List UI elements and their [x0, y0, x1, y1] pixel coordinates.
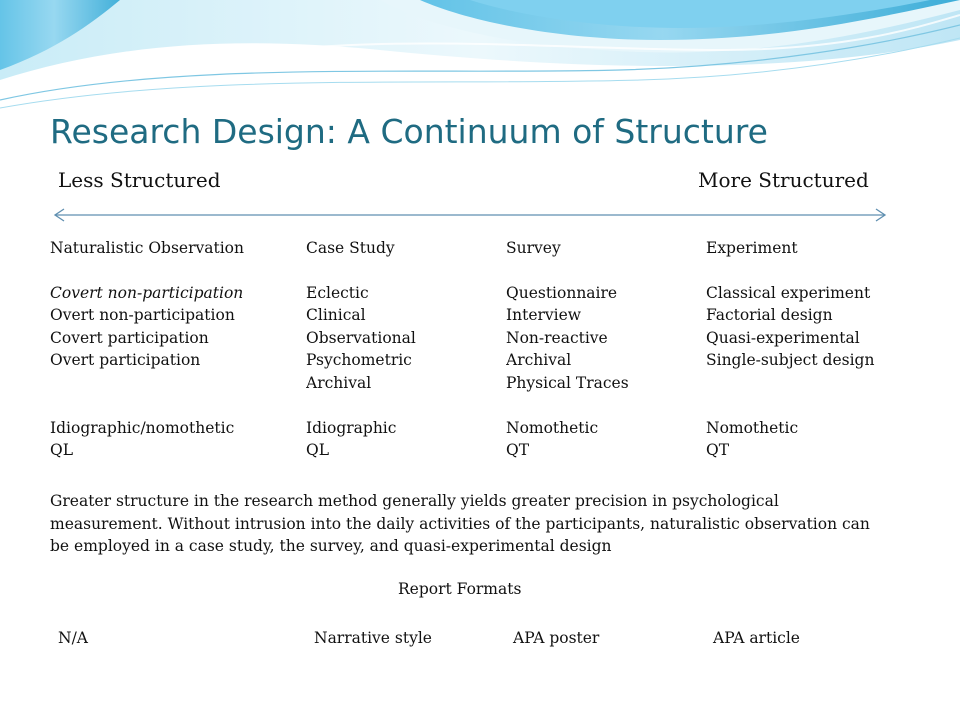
column-header-experiment: Experiment [706, 239, 798, 257]
list-item: Physical Traces [506, 373, 629, 392]
list-item: Clinical [306, 306, 366, 325]
list-item: Interview [506, 306, 582, 325]
report-format-apa-poster: APA poster [513, 629, 600, 647]
focus-label: Idiographic [306, 418, 397, 437]
focus-label: Nomothetic [706, 418, 799, 437]
slide-title: Research Design: A Continuum of Structur… [50, 112, 768, 151]
report-formats-heading: Report Formats [398, 580, 522, 598]
list-item: Psychometric [306, 351, 412, 370]
list-item: Single-subject design [706, 351, 875, 370]
list-item: Classical experiment [706, 283, 871, 302]
header-wave-decoration [0, 0, 960, 109]
list-item: Archival [306, 373, 372, 392]
continuum-arrow [53, 208, 887, 222]
data-type-label: QL [306, 441, 330, 460]
list-item: Covert non-participation [50, 283, 244, 302]
list-item: Factorial design [706, 306, 833, 325]
less-structured-label: Less Structured [58, 168, 221, 192]
data-type-label: QT [506, 441, 530, 460]
list-item: Non-reactive [506, 328, 608, 347]
design-continuum-table: Naturalistic Observation Case Study Surv… [50, 237, 910, 462]
report-format-apa-article: APA article [713, 629, 800, 647]
report-format-na: N/A [58, 629, 88, 647]
list-item: Questionnaire [506, 283, 618, 302]
focus-label: Idiographic/nomothetic [50, 418, 235, 437]
column-header-naturalistic-observation: Naturalistic Observation [50, 239, 244, 257]
list-item: Overt participation [50, 351, 201, 370]
data-type-label: QT [706, 441, 730, 460]
summary-paragraph: Greater structure in the research method… [50, 492, 870, 556]
column-header-survey: Survey [506, 239, 561, 257]
list-item: Overt non-participation [50, 306, 235, 325]
list-item: Covert participation [50, 328, 209, 347]
list-item: Eclectic [306, 283, 369, 302]
column-header-case-study: Case Study [306, 239, 395, 257]
list-item: Archival [506, 351, 572, 370]
list-item: Observational [306, 328, 416, 347]
data-type-label: QL [50, 441, 74, 460]
more-structured-label: More Structured [698, 168, 869, 192]
focus-label: Nomothetic [506, 418, 599, 437]
report-format-narrative: Narrative style [314, 629, 432, 647]
list-item: Quasi-experimental [706, 328, 860, 347]
